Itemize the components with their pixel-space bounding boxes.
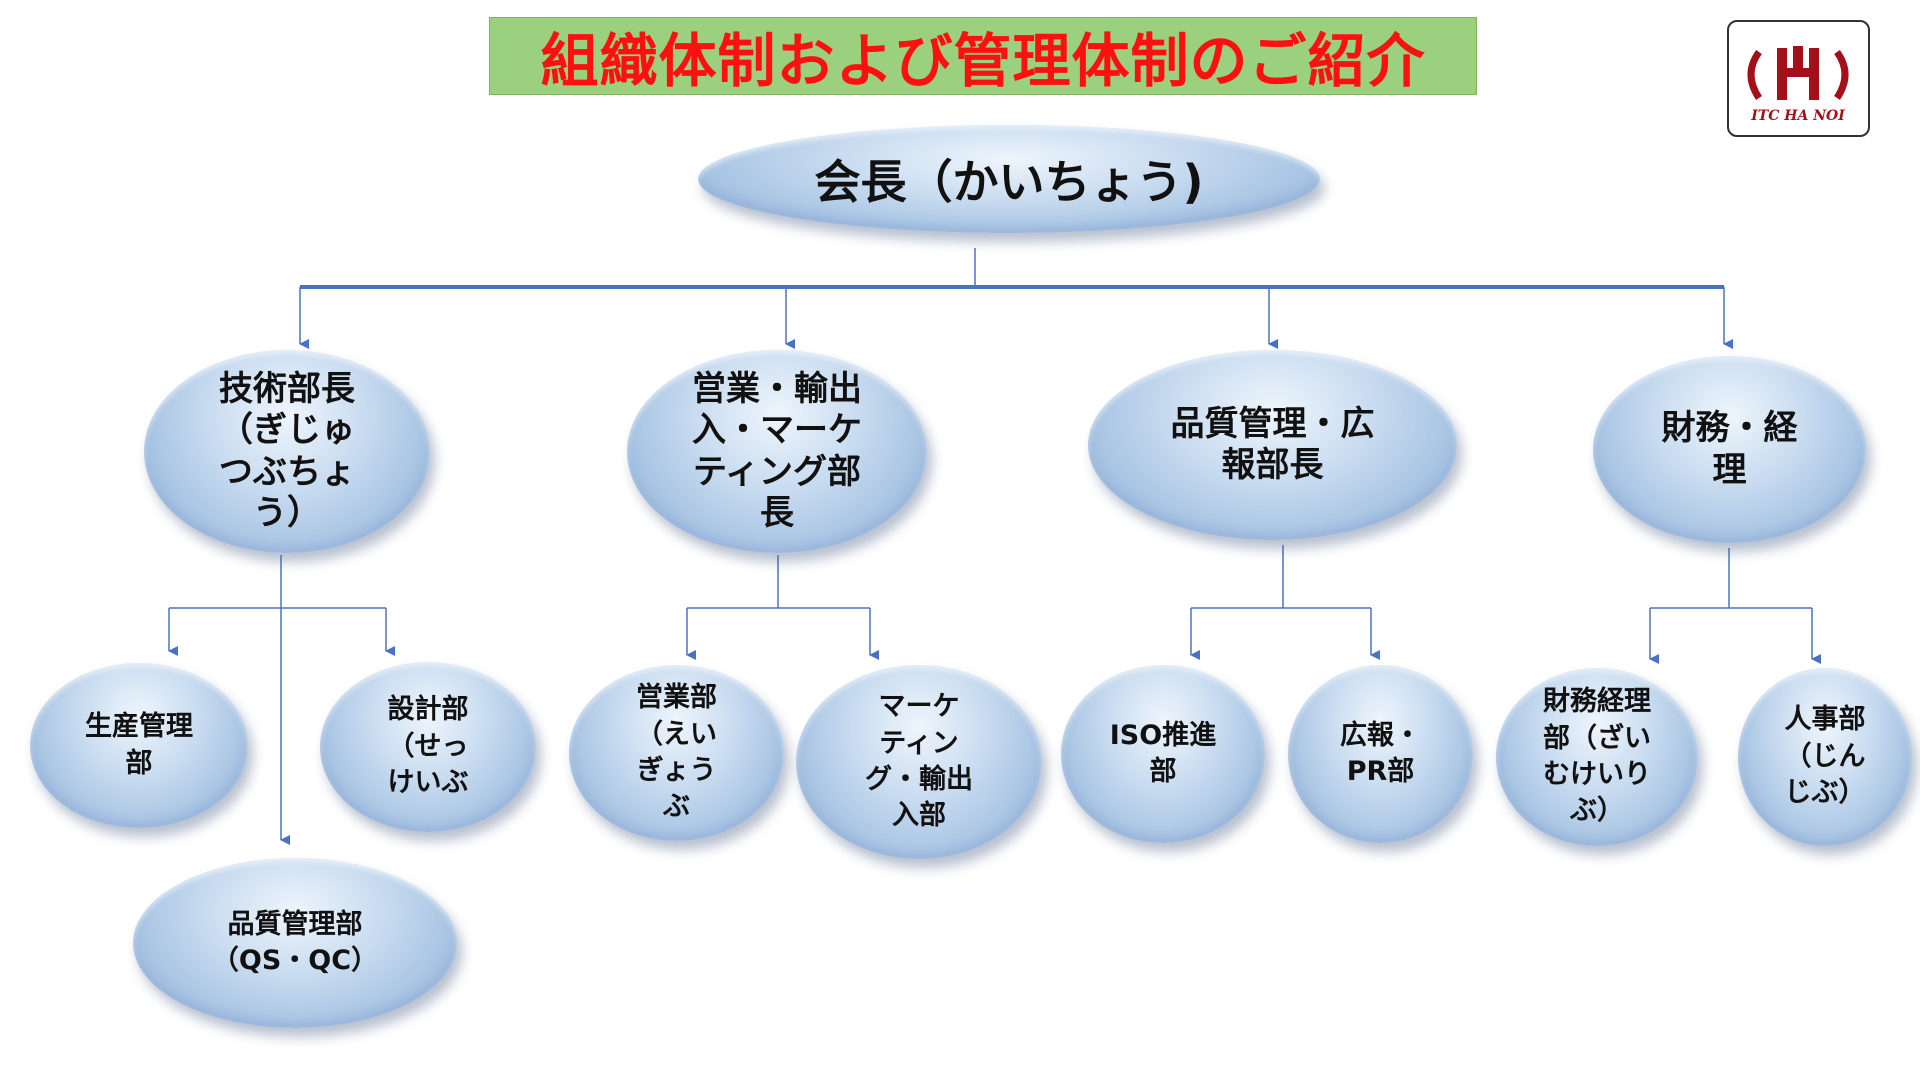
ceo-label: 会長（かいちょう) <box>814 155 1204 209</box>
dept-label: 技術部長 （ぎじゅ つぶちょ う） <box>218 368 356 533</box>
sub-label: 品質管理部 （QS・QC） <box>211 908 379 976</box>
dept-label: 財務・経 理 <box>1661 408 1798 490</box>
sub-node-marketing-import-export: マーケ ティン グ・輸出 入部 <box>796 665 1042 859</box>
sub-node-production-management: 生産管理 部 <box>30 663 248 828</box>
sub-label: 設計部 （せっ けいぶ <box>387 694 469 799</box>
sub-label: マーケ ティン グ・輸出 入部 <box>865 691 973 832</box>
sub-label: ISO推進 部 <box>1109 719 1217 787</box>
sub-node-pr: 広報・ PR部 <box>1288 665 1473 843</box>
sub-node-human-resources: 人事部 （じん じぶ） <box>1738 668 1912 846</box>
sub-node-quality-management: 品質管理部 （QS・QC） <box>133 858 457 1028</box>
logo-text: ITC HA NOI <box>1750 108 1845 124</box>
itc-hanoi-logo-icon: ITC HA NOI <box>1727 20 1870 137</box>
sub-label: 生産管理 部 <box>85 711 193 779</box>
dept-label: 営業・輸出 入・マーケ ティング部 長 <box>692 368 862 533</box>
title-banner: 組織体制および管理体制のご紹介 <box>489 17 1477 95</box>
sub-node-design: 設計部 （せっ けいぶ <box>320 662 536 832</box>
dept-label: 品質管理・広 報部長 <box>1170 403 1375 485</box>
sub-node-sales: 営業部 （えい ぎょう ぶ <box>569 665 784 841</box>
page-title: 組織体制および管理体制のご紹介 <box>540 27 1426 95</box>
ceo-node: 会長（かいちょう) <box>698 125 1320 233</box>
dept-node-quality-pr: 品質管理・広 報部長 <box>1088 350 1457 540</box>
dept-node-engineering: 技術部長 （ぎじゅ つぶちょ う） <box>144 350 430 553</box>
sub-node-iso-promotion: ISO推進 部 <box>1061 665 1265 843</box>
sub-label: 財務経理 部（ざい むけいり ぶ） <box>1543 686 1651 827</box>
sub-label: 人事部 （じん じぶ） <box>1784 704 1866 809</box>
sub-label: 営業部 （えい ぎょう ぶ <box>636 682 717 823</box>
dept-node-finance: 財務・経 理 <box>1593 356 1866 543</box>
sub-node-finance-accounting: 財務経理 部（ざい むけいり ぶ） <box>1496 668 1698 846</box>
dept-node-sales-marketing: 営業・輸出 入・マーケ ティング部 長 <box>627 350 927 553</box>
sub-label: 広報・ PR部 <box>1340 719 1421 787</box>
